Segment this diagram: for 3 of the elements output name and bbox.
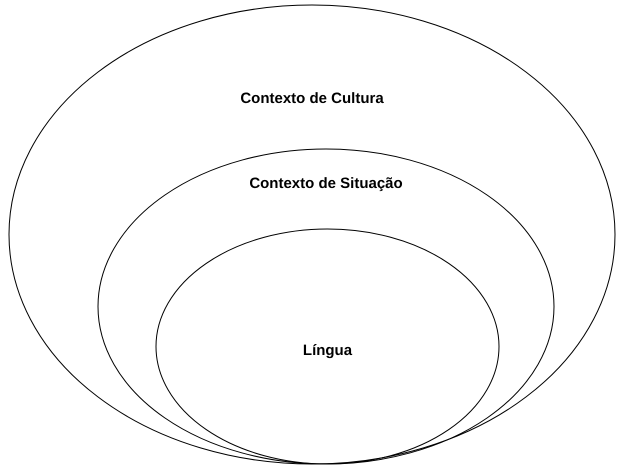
- ellipse-label: Contexto de Cultura: [240, 90, 384, 107]
- ellipse-label: Língua: [302, 342, 352, 359]
- ellipse-label: Contexto de Situação: [249, 175, 403, 192]
